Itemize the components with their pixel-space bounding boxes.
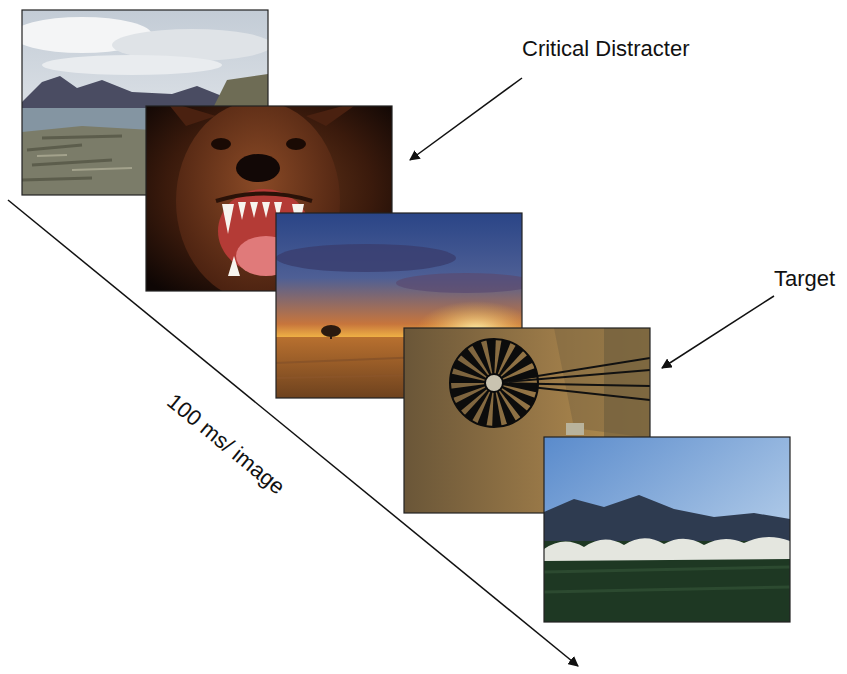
- field-photo: [544, 537, 790, 561]
- windmill-photo: [502, 368, 538, 382]
- field-photo: [544, 437, 790, 622]
- dog-photo: [216, 194, 312, 202]
- landscape-photo: [22, 136, 122, 180]
- dog-photo: [211, 138, 231, 150]
- dog-photo: [236, 154, 280, 182]
- label-text: Critical Distracter: [522, 36, 689, 61]
- field-photo: [544, 437, 790, 622]
- windmill-photo: [566, 423, 584, 435]
- windmill-photo: [450, 339, 538, 427]
- leader-arrow: [410, 78, 522, 160]
- leader-arrow: [662, 296, 774, 368]
- dog-photo: [306, 106, 361, 126]
- landscape-photo: [37, 155, 132, 170]
- landscape-photo: [42, 55, 222, 75]
- label-text: Target: [774, 266, 835, 291]
- field-photo: [544, 437, 790, 622]
- field-photo: [544, 567, 790, 592]
- sunset-photo: [396, 273, 522, 293]
- windmill-photo: [492, 391, 501, 427]
- windmill-photo: [486, 339, 495, 375]
- windmill-photo: [485, 374, 503, 392]
- sunset-photo: [276, 244, 456, 272]
- axis-label: 100 ms/ image: [162, 389, 290, 500]
- field-photo: [544, 437, 790, 622]
- windmill-photo: [450, 384, 486, 398]
- time-arrow: [8, 200, 578, 666]
- sunset-photo: [330, 333, 332, 339]
- dog-photo: [286, 138, 306, 150]
